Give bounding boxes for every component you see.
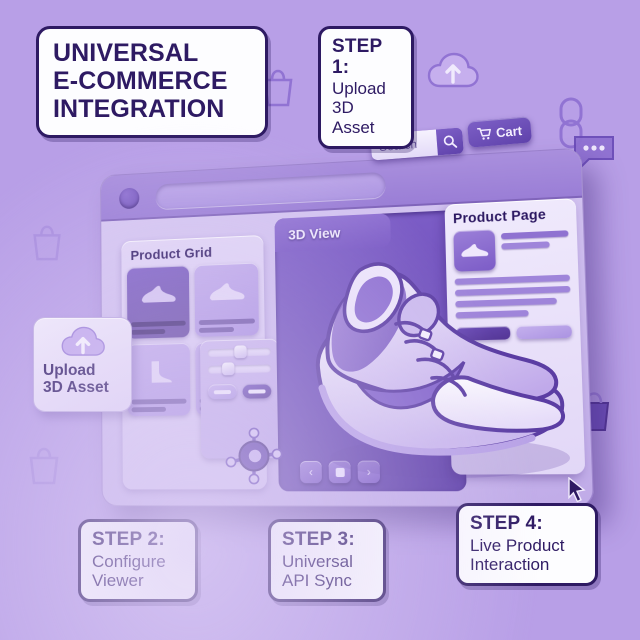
settings-slider[interactable] <box>207 345 271 359</box>
sneaker-icon <box>198 267 255 318</box>
step-3-body: Universal API Sync <box>282 551 353 590</box>
link-chain-icon <box>548 94 594 152</box>
slider-knob[interactable] <box>221 362 235 376</box>
title-line-1: UNIVERSAL <box>53 39 199 67</box>
cloud-upload-icon <box>424 50 482 94</box>
search-icon <box>443 135 458 148</box>
api-sync-node <box>222 424 286 488</box>
upload-card-line-2: 3D Asset <box>43 379 109 397</box>
cart-label: Cart <box>495 122 523 140</box>
sneaker-icon <box>131 269 186 319</box>
settings-toggle[interactable] <box>242 383 272 399</box>
shopping-bag-icon <box>24 444 64 486</box>
shopping-cart-icon <box>476 127 491 140</box>
cloud-upload-icon <box>61 326 105 356</box>
settings-slider[interactable] <box>207 362 272 376</box>
page-title: UNIVERSAL E-COMMERCE INTEGRATION <box>36 26 268 138</box>
product-card[interactable] <box>194 262 259 337</box>
product-page-header <box>453 226 569 272</box>
callout-step-3: STEP 3: Universal API Sync <box>268 519 386 603</box>
browser-window: Product Grid <box>100 147 595 508</box>
shopping-bag-icon <box>28 222 66 262</box>
product-card[interactable] <box>127 342 191 417</box>
browser-viewport: Product Grid <box>101 198 593 506</box>
search-bar-group: Search <box>370 127 464 161</box>
product-page-panel: Product Page <box>444 198 586 475</box>
product-card-line <box>198 318 255 326</box>
callout-step-1: STEP 1: Upload 3D Asset <box>318 26 414 150</box>
3d-sneaker-model[interactable] <box>300 218 590 488</box>
product-card-line <box>198 326 234 333</box>
step-4-body: Live Product Interaction <box>470 535 565 574</box>
upload-card-line-1: Upload <box>43 362 96 379</box>
sneaker-icon <box>453 229 496 272</box>
callout-step-2: STEP 2: Configure Viewer <box>78 519 198 603</box>
product-card-line <box>130 320 186 328</box>
step-1-body: Upload 3D Asset <box>332 79 386 137</box>
upload-3d-asset-card[interactable]: Upload 3D Asset <box>33 317 132 412</box>
step-4-head: STEP 4: <box>470 513 543 534</box>
product-card[interactable] <box>126 265 190 339</box>
step-1-head: STEP 1: <box>332 36 383 78</box>
title-line-2: E-COMMERCE <box>53 67 228 95</box>
boot-icon <box>131 347 186 397</box>
slider-knob[interactable] <box>233 345 247 359</box>
browser-dot <box>119 187 140 210</box>
product-card-line <box>131 398 187 405</box>
step-3-head: STEP 3: <box>282 529 355 550</box>
product-card-line <box>131 329 165 335</box>
cart-button[interactable]: Cart <box>466 116 533 148</box>
product-card-line <box>131 406 166 413</box>
settings-toggle-row <box>208 383 272 400</box>
search-button[interactable] <box>435 127 464 156</box>
url-bar[interactable] <box>155 171 386 210</box>
mouse-cursor-icon <box>567 476 587 508</box>
step-2-body: Configure Viewer <box>92 551 166 590</box>
settings-toggle[interactable] <box>208 383 237 400</box>
step-2-head: STEP 2: <box>92 529 165 550</box>
title-line-3: INTEGRATION <box>53 95 225 123</box>
callout-step-4: STEP 4: Live Product Interaction <box>456 503 598 587</box>
